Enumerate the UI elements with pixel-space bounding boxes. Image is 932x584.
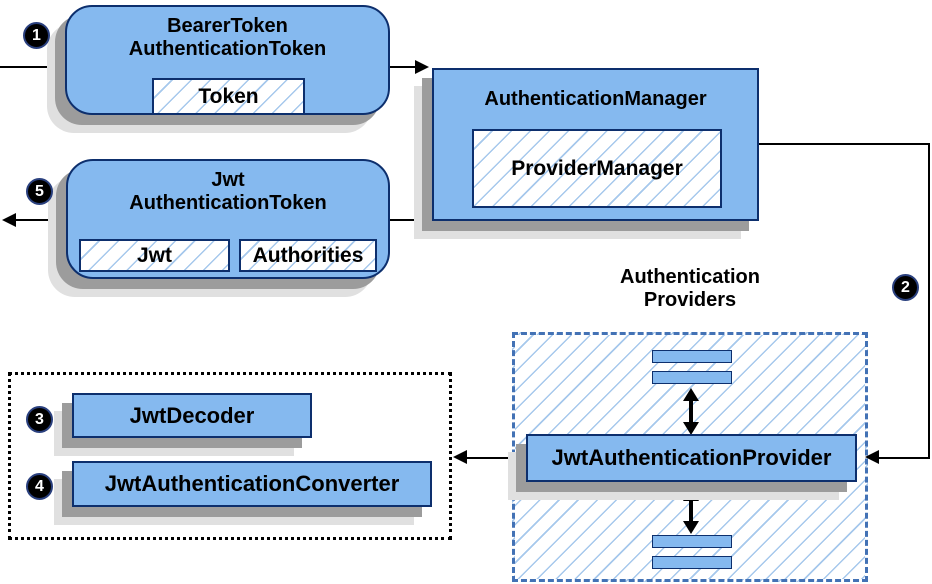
step2-vertical-line — [928, 143, 930, 459]
authorities-chip-label: Authorities — [252, 243, 364, 267]
arrow-left-icon — [453, 450, 467, 464]
step2-into-provider-line — [879, 457, 930, 459]
authentication-providers-label-line1: Authentication — [620, 266, 760, 288]
double-arrow-down-icon — [683, 422, 699, 435]
jwt-authentication-provider-label: JwtAuthenticationProvider — [551, 445, 832, 470]
bearer-token-authentication-token-box: BearerToken AuthenticationToken Token — [65, 5, 390, 115]
jwt-authentication-converter-box: JwtAuthenticationConverter — [72, 461, 432, 507]
authentication-manager-title-text: AuthenticationManager — [484, 88, 707, 110]
authorities-chip: Authorities — [239, 239, 377, 272]
step2-horizontal-line — [759, 143, 930, 145]
provider-manager-chip: ProviderManager — [472, 129, 722, 208]
step-5-badge: 5 — [26, 178, 53, 205]
step-1-badge: 1 — [23, 22, 50, 49]
double-arrow-up-icon — [683, 388, 699, 401]
jwt-authentication-converter-label: JwtAuthenticationConverter — [104, 471, 400, 496]
manager-to-jwt-line — [390, 219, 432, 221]
authentication-providers-label: Authentication Providers — [556, 266, 824, 312]
step-2-badge: 2 — [892, 274, 919, 301]
double-arrow-shaft — [689, 399, 693, 425]
step-4-badge: 4 — [26, 473, 53, 500]
provider-to-decoder-line — [467, 457, 513, 459]
bearer-token-title-line1: BearerToken — [167, 15, 288, 37]
arrow-right-icon — [415, 60, 429, 74]
provider-manager-chip-label: ProviderManager — [511, 156, 683, 180]
jwt-decoder-box: JwtDecoder — [72, 393, 312, 438]
jwt-decoder-label: JwtDecoder — [129, 402, 255, 428]
authentication-manager-box: AuthenticationManager ProviderManager — [432, 68, 759, 221]
bearer-to-manager-line — [390, 66, 416, 68]
other-provider-bar — [652, 556, 732, 569]
jwt-outgoing-line — [16, 219, 66, 221]
jwt-token-title-line2: AuthenticationToken — [129, 192, 327, 214]
other-provider-bar — [652, 535, 732, 548]
arrow-left-icon — [865, 450, 879, 464]
other-provider-bar — [652, 371, 732, 384]
double-arrow-up-icon — [683, 488, 699, 501]
token-chip-label: Token — [198, 84, 259, 108]
step-3-badge: 3 — [26, 406, 53, 433]
jwt-chip-label: Jwt — [136, 243, 172, 267]
arrow-left-icon — [2, 213, 16, 227]
jwt-authentication-provider-box: JwtAuthenticationProvider — [526, 434, 857, 482]
authentication-providers-label-line2: Providers — [643, 289, 737, 311]
token-chip: Token — [152, 78, 305, 115]
double-arrow-shaft — [689, 499, 693, 523]
incoming-request-line — [0, 66, 66, 68]
authentication-manager-title: AuthenticationManager — [434, 70, 757, 111]
jwt-chip: Jwt — [79, 239, 230, 272]
bearer-token-title: BearerToken AuthenticationToken — [67, 7, 388, 61]
double-arrow-down-icon — [683, 521, 699, 534]
jwt-token-title-line1: Jwt — [211, 169, 245, 191]
jwt-authentication-token-box: Jwt AuthenticationToken Jwt Authorities — [66, 159, 390, 279]
other-provider-bar — [652, 350, 732, 363]
jwt-token-title: Jwt AuthenticationToken — [68, 161, 388, 215]
bearer-token-title-line2: AuthenticationToken — [128, 38, 327, 60]
